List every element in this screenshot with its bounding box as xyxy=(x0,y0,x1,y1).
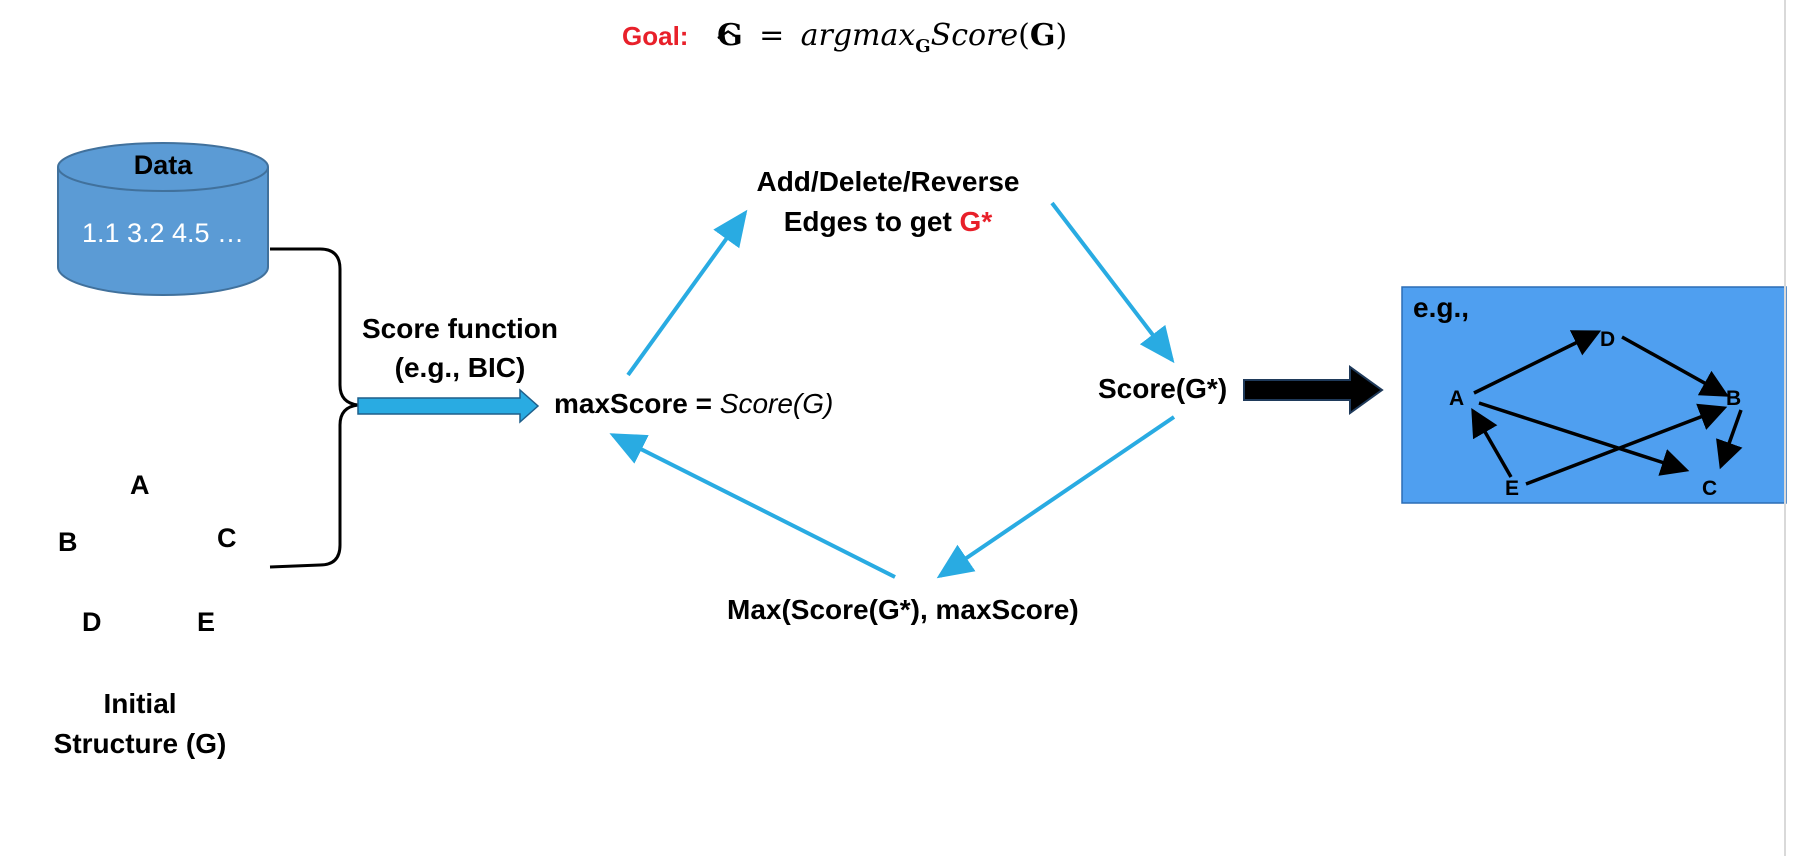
goal-formula: Goal: ︿ G = argmaxGScore(G) xyxy=(622,17,1068,57)
score-g-star-node: Score(G*) xyxy=(1098,373,1228,404)
edge-e-b xyxy=(1525,403,1728,486)
initial-node-c: C xyxy=(217,523,237,553)
g-hat-accent: ︿ xyxy=(717,17,740,42)
max-score-expr: Score(G) xyxy=(719,388,834,419)
modify-step-line2: Edges to get G* xyxy=(728,202,1048,242)
modify-step-line2-prefix: Edges to get xyxy=(783,206,960,237)
initial-node-b: B xyxy=(58,527,78,557)
example-node-c: C xyxy=(1702,477,1718,500)
cylinder-body xyxy=(57,167,269,296)
example-node-e: E xyxy=(1505,477,1520,500)
example-node-a: A xyxy=(1449,387,1465,410)
goal-label: Goal: xyxy=(622,21,689,51)
data-title: Data xyxy=(133,150,193,180)
close-paren: ) xyxy=(1055,18,1068,53)
example-node-d: D xyxy=(1600,328,1616,351)
score-function-arrow xyxy=(357,388,540,424)
example-label: e.g., xyxy=(1413,292,1470,323)
arrow-score-to-max xyxy=(936,415,1176,579)
initial-caption-line1: Initial xyxy=(103,688,177,719)
initial-structure-caption: Initial Structure (G) xyxy=(40,684,240,764)
initial-node-d: D xyxy=(82,607,102,637)
equals-sign: = xyxy=(759,18,785,53)
max-score-node: maxScore = Score(G) xyxy=(554,388,833,420)
initial-caption-line2: Structure (G) xyxy=(53,728,227,759)
right-edge-rule xyxy=(1784,0,1786,856)
argmax-subscript: G xyxy=(915,36,931,57)
edge-b-c xyxy=(1716,409,1743,470)
initial-node-e: E xyxy=(197,607,216,637)
score-function-label: Score function (e.g., BIC) xyxy=(345,309,575,387)
edge-e-a xyxy=(1471,407,1513,478)
modify-step-node: Add/Delete/Reverse Edges to get G* xyxy=(728,162,1048,242)
argmax-text: argmax xyxy=(800,18,916,53)
modify-step-line1: Add/Delete/Reverse xyxy=(756,166,1020,197)
g-hat: ︿ G xyxy=(717,17,743,53)
g-hat-letter: G xyxy=(717,18,743,53)
curly-brace xyxy=(269,247,359,569)
g-star-highlight: G* xyxy=(959,206,993,237)
data-values: 1.1 3.2 4.5 … xyxy=(81,218,245,248)
score-function-line2: (e.g., BIC) xyxy=(394,352,526,383)
score-function-line1: Score function xyxy=(361,313,558,344)
edge-a-d xyxy=(1473,330,1602,395)
score-arg-g: G xyxy=(1029,18,1056,53)
open-paren: ( xyxy=(1018,18,1030,53)
edge-d-b xyxy=(1621,335,1730,397)
data-cylinder xyxy=(57,142,269,296)
max-score-label: maxScore = xyxy=(554,388,720,419)
cylinder-top xyxy=(57,142,269,192)
edge-a-c xyxy=(1478,401,1690,476)
result-arrow xyxy=(1243,365,1384,415)
example-edges xyxy=(1471,330,1743,486)
arrow-modify-to-score xyxy=(1050,201,1175,364)
max-step-node: Max(Score(G*), maxScore) xyxy=(727,594,1079,625)
arrow-max-to-maxscore xyxy=(609,433,896,579)
arrow-maxscore-to-modify xyxy=(626,209,748,377)
score-text: Score xyxy=(930,18,1019,53)
initial-node-a: A xyxy=(130,470,150,500)
example-node-b: B xyxy=(1726,387,1742,410)
